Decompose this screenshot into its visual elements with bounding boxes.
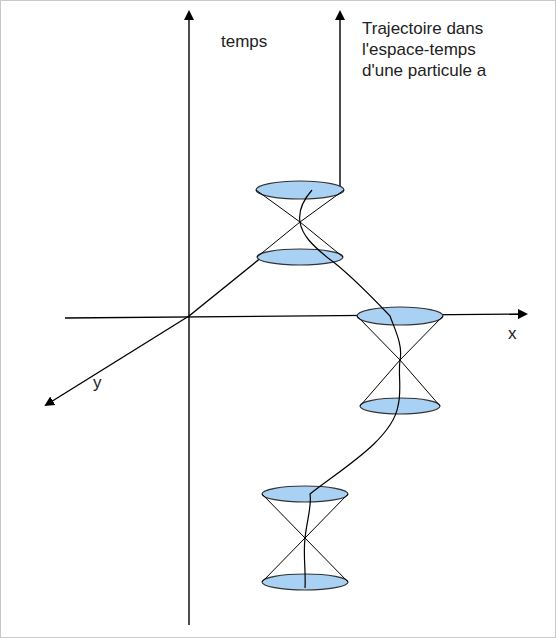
axis-label: y (93, 372, 102, 393)
y-axis (46, 316, 189, 405)
axis-label: temps (221, 31, 267, 52)
light-cones (256, 190, 443, 582)
leader-arrow (339, 12, 340, 186)
particle-worldline (300, 190, 401, 588)
callout-label: Trajectoire dans l'espace-temps d'une pa… (362, 18, 514, 81)
cone-ellipse (256, 181, 344, 199)
cone-ellipse (257, 249, 343, 265)
origin-line (189, 257, 262, 316)
cone-ellipse (262, 486, 348, 502)
cone-ellipse (357, 307, 443, 325)
time-axis (188, 12, 189, 625)
cone-ellipse (360, 398, 440, 414)
axis-label: x (508, 323, 517, 344)
x-axis (65, 314, 526, 318)
